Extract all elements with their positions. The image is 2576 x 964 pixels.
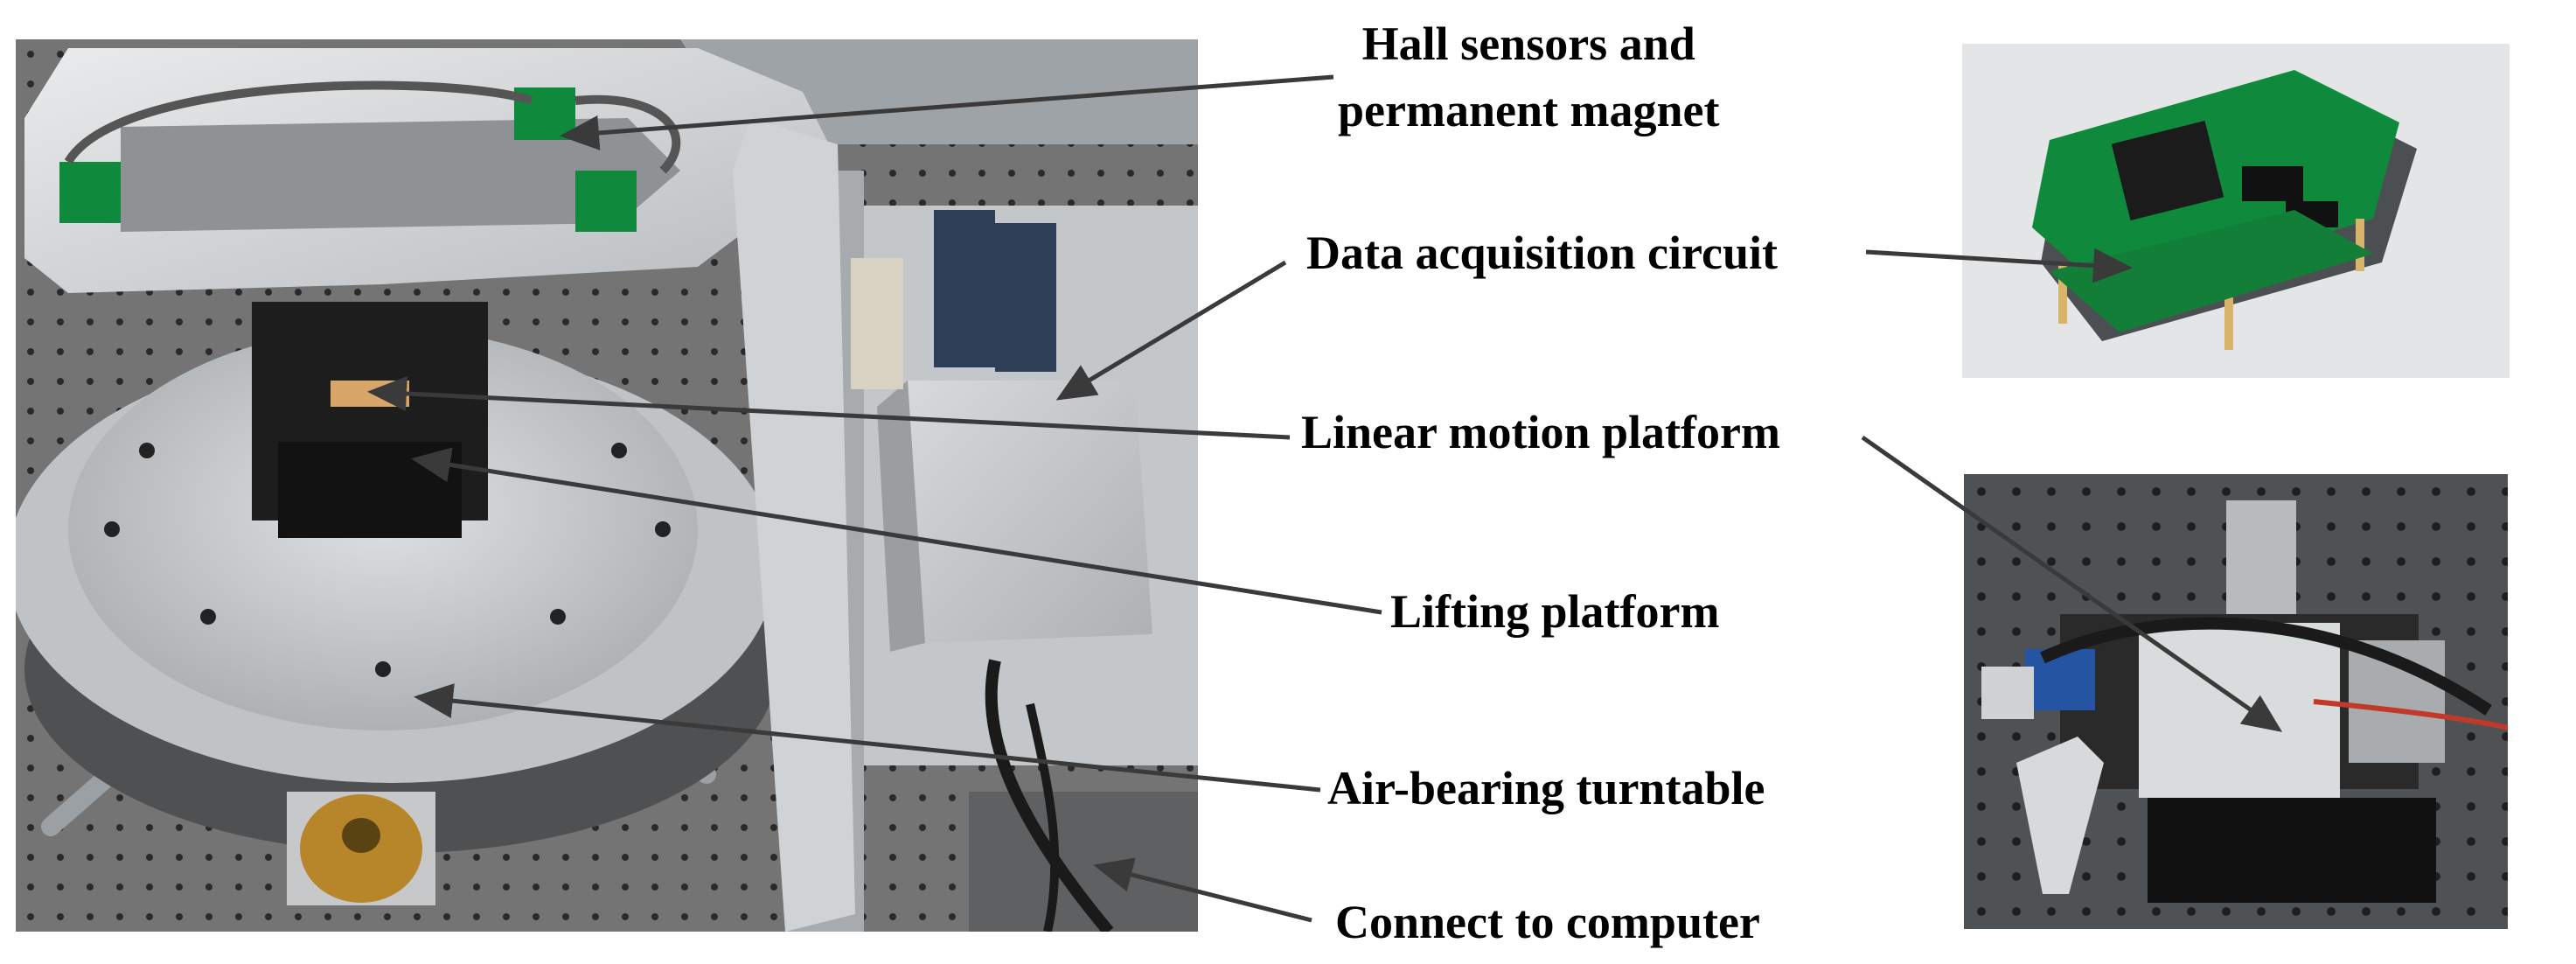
hall-sensors-label-line2: permanent magnet: [1338, 84, 1720, 136]
air-bearing-label: Air-bearing turntable: [1327, 762, 1765, 814]
hall-sensors-label-line1: Hall sensors and: [1361, 17, 1695, 70]
linear-motion-label: Linear motion platform: [1301, 406, 1780, 458]
hall-sensors-label: Hall sensors and permanent magnet: [1338, 10, 1719, 143]
test-rig-photo: [16, 39, 1198, 932]
linear-stage-photo: [1964, 474, 2508, 929]
lifting-platform-label: Lifting platform: [1390, 585, 1720, 638]
data-acquisition-label: Data acquisition circuit: [1306, 227, 1778, 279]
acquisition-board-photo: [1962, 44, 2510, 378]
computer-connection-label: Connect to computer: [1335, 896, 1760, 948]
